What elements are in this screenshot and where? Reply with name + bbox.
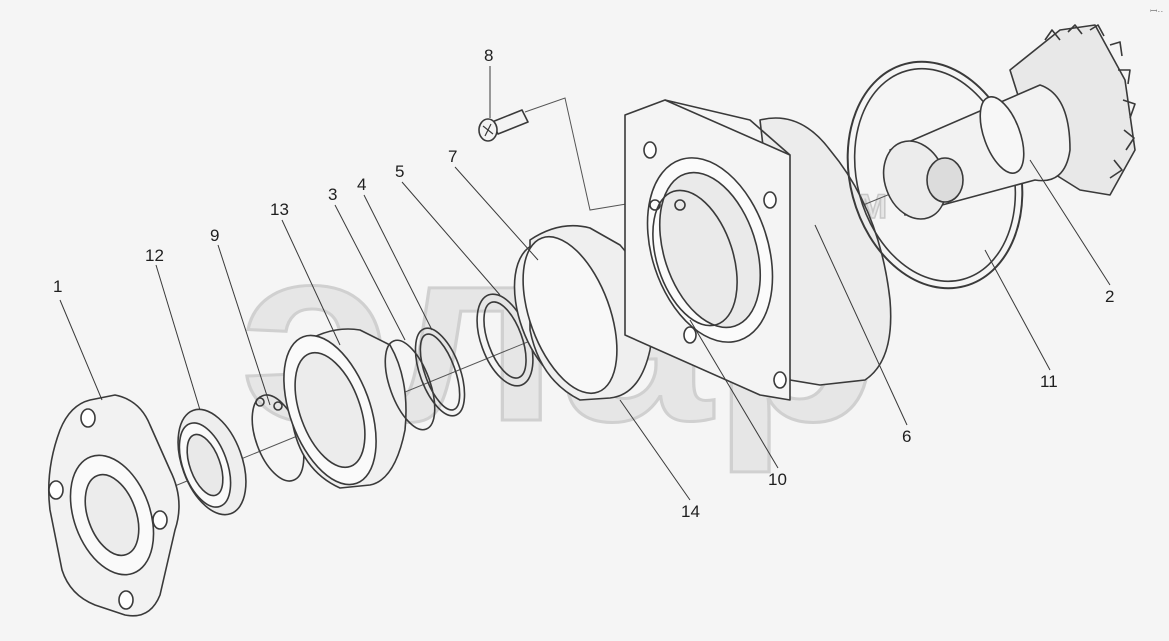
part-label-10: 10 [768, 470, 787, 489]
part-2-gear-shaft [882, 24, 1136, 220]
part-label-4: 4 [357, 175, 366, 194]
part-1-flange-cover [47, 394, 180, 617]
part-label-13: 13 [270, 200, 289, 219]
part-10-inner-circlip [649, 189, 738, 327]
part-label-3: 3 [328, 185, 337, 204]
corner-mark: ꟷ·· [1150, 6, 1163, 16]
part-label-9: 9 [210, 226, 219, 245]
part-label-11: 11 [1040, 372, 1058, 391]
part-4-ring [414, 327, 466, 417]
part-14-spacer-disc [522, 224, 653, 401]
part-13-bearing-cup [283, 328, 407, 489]
part-label-7: 7 [448, 147, 457, 166]
part-labels: 1 2 3 4 5 6 7 8 9 10 11 12 13 14 [53, 46, 1114, 521]
part-label-8: 8 [484, 46, 493, 65]
part-label-14: 14 [681, 502, 700, 521]
part-3-ring [384, 339, 436, 431]
part-label-1: 1 [53, 277, 62, 296]
part-label-12: 12 [145, 246, 164, 265]
parts-drawing [47, 24, 1136, 617]
part-12-seal [177, 408, 247, 516]
part-8-screw [478, 109, 529, 142]
part-label-2: 2 [1105, 287, 1114, 306]
part-label-5: 5 [395, 162, 404, 181]
part-label-6: 6 [902, 427, 911, 446]
leader-lines [59, 66, 1111, 501]
